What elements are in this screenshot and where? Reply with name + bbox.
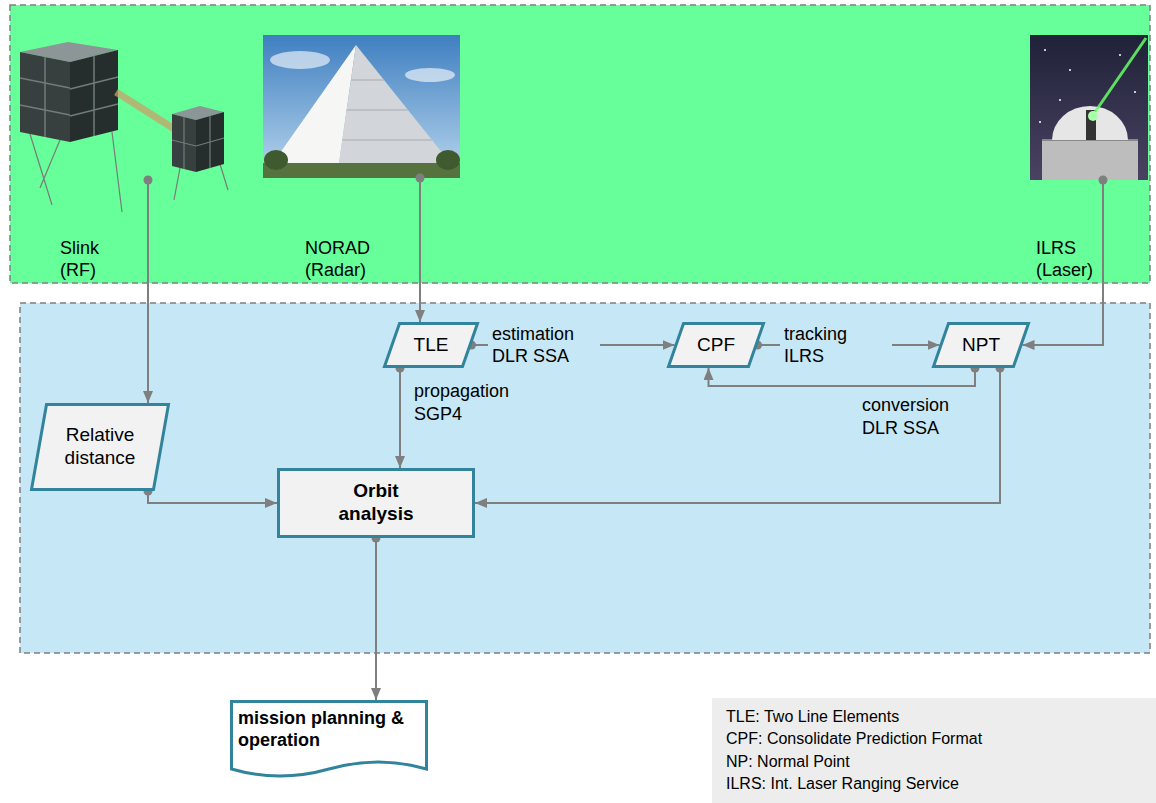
data-label: NPT: [962, 334, 1000, 357]
process-label: Orbit analysis: [339, 480, 414, 526]
radar-photo-sky: [263, 35, 460, 178]
edge-label: estimation DLR SSA: [488, 323, 600, 368]
source-node: Slink (RF): [15, 35, 230, 180]
document-shape: mission planning & operation: [230, 700, 428, 785]
star: [1069, 69, 1071, 71]
source-node: ILRS (Laser): [1030, 35, 1148, 180]
radar-panel-lines: [342, 80, 432, 140]
parallelogram-outline: [669, 324, 764, 367]
note-text: NP: Normal Point: [726, 751, 850, 773]
connector-arrow: [475, 368, 1000, 503]
parallelogram-outline: [32, 405, 169, 490]
edge-label: tracking ILRS: [780, 323, 892, 368]
connector-arrow: [419, 178, 421, 322]
star: [1119, 54, 1121, 56]
source-node: NORAD (Radar): [263, 35, 460, 178]
connector-arrow: [147, 180, 149, 403]
parallelogram-outline: [934, 324, 1029, 367]
cloud: [405, 68, 455, 82]
source-label: NORAD (Radar): [305, 238, 370, 281]
connector-arrow: [399, 368, 401, 468]
observatory-building: [1042, 140, 1138, 180]
connector-arrow: [375, 538, 377, 700]
note-text: CPF: Consolidate Prediction Format: [726, 728, 982, 750]
document-label: mission planning & operation: [238, 708, 418, 751]
tree: [264, 150, 288, 170]
data-parallelogram: TLE: [383, 322, 479, 368]
tree: [436, 150, 460, 170]
star: [1059, 99, 1061, 101]
laser-photo-sky: [1030, 35, 1148, 180]
data-parallelogram: NPT: [932, 322, 1030, 368]
radar-pyramid-face: [338, 45, 456, 170]
laser-glow: [1088, 111, 1098, 121]
parallelogram-outline: [385, 324, 478, 367]
laser-beam: [1093, 38, 1146, 115]
edge-label: conversion DLR SSA: [858, 394, 970, 439]
connector-arrow: [148, 491, 277, 503]
cloud: [270, 51, 330, 69]
star: [1044, 49, 1046, 51]
rf-link-beam: [116, 92, 176, 130]
source-label: ILRS (Laser): [1036, 238, 1093, 281]
data-parallelogram: CPF: [667, 322, 765, 368]
data-label: Relative distance: [65, 424, 136, 470]
solar-cell-grid: [172, 116, 224, 169]
edge-label: propagation SGP4: [410, 380, 522, 425]
sensor-band: [10, 5, 1150, 283]
ground: [263, 163, 460, 178]
data-label: TLE: [414, 334, 449, 357]
connector-arrow: [1023, 180, 1104, 345]
processing-band: [20, 303, 1150, 653]
antenna-wire: [30, 132, 122, 212]
note-text: TLE: Two Line Elements: [726, 706, 899, 728]
document-outline: [232, 702, 427, 777]
source-label: Slink (RF): [60, 238, 99, 281]
connector-arrow: [709, 368, 976, 386]
solar-cell-grid: [20, 56, 118, 137]
observatory-dome: [1052, 106, 1128, 140]
star: [1039, 121, 1041, 123]
data-label: CPF: [697, 334, 735, 357]
note-text: ILRS: Int. Laser Ranging Service: [726, 773, 959, 795]
process-box: Orbit analysis: [277, 468, 475, 538]
star: [1134, 91, 1136, 93]
data-parallelogram: Relative distance: [30, 403, 170, 491]
note-box: TLE: Two Line ElementsCPF: Consolidate P…: [712, 698, 1156, 803]
